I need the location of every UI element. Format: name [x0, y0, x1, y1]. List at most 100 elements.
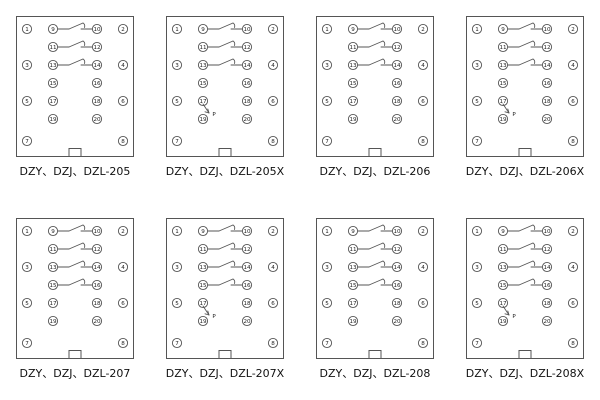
terminal-14: 14	[541, 59, 553, 71]
terminal-20: 20	[91, 113, 103, 125]
terminal-11: 11	[497, 41, 509, 53]
terminal-12: 12	[391, 243, 403, 255]
svg-text:8: 8	[271, 341, 275, 347]
terminal-4: 4	[567, 59, 579, 71]
contact-symbol	[207, 58, 243, 66]
terminal-8: 8	[417, 135, 429, 147]
svg-text:4: 4	[421, 63, 425, 69]
terminal-3: 3	[321, 59, 333, 71]
svg-text:11: 11	[349, 247, 357, 253]
terminal-18: 18	[241, 95, 253, 107]
terminal-15: 15	[347, 279, 359, 291]
terminal-8: 8	[267, 135, 279, 147]
svg-text:10: 10	[93, 229, 101, 235]
svg-text:16: 16	[393, 283, 401, 289]
contact-symbol	[207, 22, 243, 30]
svg-text:11: 11	[499, 45, 507, 51]
terminal-12: 12	[91, 41, 103, 53]
svg-text:9: 9	[351, 229, 355, 235]
mounting-tab	[368, 350, 382, 359]
terminal-8: 8	[567, 337, 579, 349]
svg-text:13: 13	[49, 63, 57, 69]
terminal-19: 19	[347, 315, 359, 327]
svg-text:19: 19	[499, 319, 507, 325]
contact-symbol	[357, 224, 393, 232]
svg-text:12: 12	[93, 45, 100, 51]
terminal-12: 12	[541, 41, 553, 53]
terminal-10: 10	[91, 23, 103, 35]
svg-text:2: 2	[121, 229, 125, 235]
svg-text:17: 17	[199, 301, 207, 307]
svg-text:1: 1	[325, 27, 329, 33]
terminal-10: 10	[391, 23, 403, 35]
svg-text:17: 17	[199, 99, 207, 105]
terminal-20: 20	[541, 113, 553, 125]
flag-marker: P	[202, 305, 216, 320]
svg-text:9: 9	[501, 27, 505, 33]
svg-text:8: 8	[571, 139, 575, 145]
svg-text:7: 7	[325, 341, 329, 347]
terminal-19: 19	[197, 315, 209, 327]
terminal-7: 7	[171, 135, 183, 147]
svg-text:4: 4	[271, 265, 275, 271]
svg-text:3: 3	[175, 63, 179, 69]
contact-symbol	[207, 260, 243, 268]
terminal-3: 3	[321, 261, 333, 273]
contact-symbol	[57, 58, 93, 66]
terminal-11: 11	[347, 243, 359, 255]
terminal-10: 10	[241, 225, 253, 237]
panel-label: DZY、DZJ、DZL-207X	[165, 367, 285, 380]
terminal-16: 16	[391, 77, 403, 89]
svg-text:14: 14	[543, 265, 551, 271]
svg-text:8: 8	[571, 341, 575, 347]
terminal-2: 2	[267, 23, 279, 35]
terminal-13: 13	[197, 261, 209, 273]
svg-text:8: 8	[421, 341, 425, 347]
terminal-9: 9	[197, 225, 209, 237]
svg-text:5: 5	[175, 301, 179, 307]
svg-text:19: 19	[199, 319, 207, 325]
panel-label: DZY、DZJ、DZL-206X	[465, 165, 585, 178]
svg-text:18: 18	[93, 99, 101, 105]
terminal-19: 19	[497, 315, 509, 327]
svg-text:17: 17	[349, 301, 357, 307]
contact-symbol	[207, 242, 243, 250]
contact-symbol	[207, 278, 243, 286]
svg-text:13: 13	[49, 265, 57, 271]
terminal-5: 5	[471, 297, 483, 309]
terminal-1: 1	[21, 23, 33, 35]
svg-text:20: 20	[243, 117, 251, 123]
svg-text:18: 18	[543, 99, 551, 105]
svg-text:6: 6	[271, 301, 275, 307]
svg-text:11: 11	[199, 247, 207, 253]
svg-text:14: 14	[243, 63, 251, 69]
terminal-13: 13	[497, 261, 509, 273]
mounting-tab	[518, 148, 532, 157]
terminal-8: 8	[117, 135, 129, 147]
svg-text:15: 15	[349, 81, 357, 87]
terminal-13: 13	[347, 59, 359, 71]
terminal-2: 2	[117, 23, 129, 35]
svg-text:3: 3	[325, 63, 329, 69]
svg-text:20: 20	[393, 319, 401, 325]
svg-text:11: 11	[49, 45, 57, 51]
terminal-8: 8	[267, 337, 279, 349]
terminal-13: 13	[197, 59, 209, 71]
svg-text:12: 12	[93, 247, 100, 253]
svg-text:P: P	[212, 112, 216, 118]
mounting-tab	[218, 350, 232, 359]
svg-text:5: 5	[25, 99, 29, 105]
svg-text:12: 12	[543, 247, 550, 253]
contact-symbol	[507, 260, 543, 268]
terminal-6: 6	[417, 297, 429, 309]
svg-text:9: 9	[201, 27, 205, 33]
svg-text:19: 19	[49, 117, 57, 123]
terminal-17: 17	[497, 297, 509, 309]
svg-text:15: 15	[499, 81, 507, 87]
svg-text:8: 8	[121, 139, 125, 145]
terminal-6: 6	[117, 297, 129, 309]
